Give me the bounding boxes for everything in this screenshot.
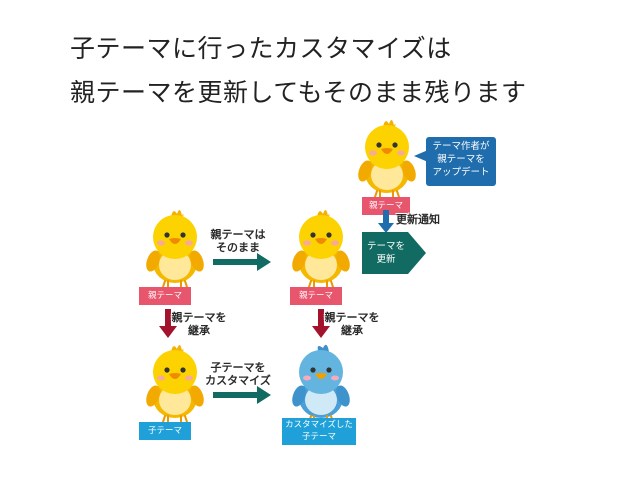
parent-theme-tag-right: 親テーマ (290, 287, 342, 305)
child-theme-tag: 子テーマ (139, 422, 191, 440)
parent-unchanged-label: 親テーマは そのまま (210, 228, 266, 254)
parent-unchanged-arrow-icon (213, 253, 271, 271)
page-title-line-1: 子テーマに行ったカスタマイズは (70, 34, 452, 63)
update-notice-label: 更新通知 (396, 213, 440, 226)
page-title-line-2: 親テーマを更新してもそのまま残ります (70, 78, 527, 107)
customized-child-tag: カスタマイズした 子テーマ (282, 418, 356, 445)
parent-theme-chick-left-icon (135, 205, 215, 289)
inherit-label-left: 親テーマを 継承 (171, 311, 227, 337)
customized-child-chick-icon (281, 340, 361, 424)
parent-theme-tag-top: 親テーマ (362, 197, 410, 215)
update-notice-arrow-icon (378, 210, 394, 233)
inherit-label-right: 親テーマを 継承 (324, 311, 380, 337)
parent-theme-tag-left: 親テーマ (139, 287, 191, 305)
author-update-bubble: テーマ作者が 親テーマを アップデート (426, 137, 496, 186)
customize-arrow-icon (213, 386, 271, 404)
customize-child-label: 子テーマを カスタマイズ (205, 361, 271, 387)
parent-theme-chick-right-icon (281, 205, 361, 289)
theme-update-box-icon (362, 232, 426, 274)
bubble-pointer-icon (414, 150, 428, 162)
theme-update-box-label: テーマを 更新 (366, 241, 405, 265)
inherit-arrow-right-icon (312, 309, 330, 338)
inherit-arrow-left-icon (159, 309, 177, 338)
